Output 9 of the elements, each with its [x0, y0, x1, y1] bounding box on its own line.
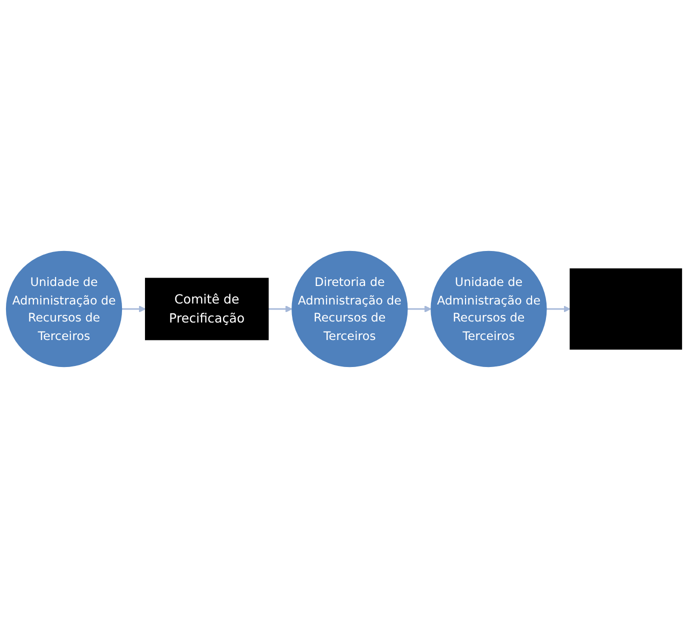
arrow: [122, 305, 146, 312]
node-box: Comitê de Precificação: [144, 277, 269, 340]
node-circle: Diretoria de Administração de Recursos de Terceiros: [292, 250, 408, 367]
node-circle: Unidade de Administração de Recursos de Terceiros: [6, 250, 122, 367]
node-box: [570, 268, 682, 350]
arrow: [407, 305, 432, 312]
arrow: [546, 305, 570, 312]
arrow: [268, 305, 292, 312]
node-circle: Unidade de Administração de Recursos de Terceiros: [430, 250, 547, 367]
